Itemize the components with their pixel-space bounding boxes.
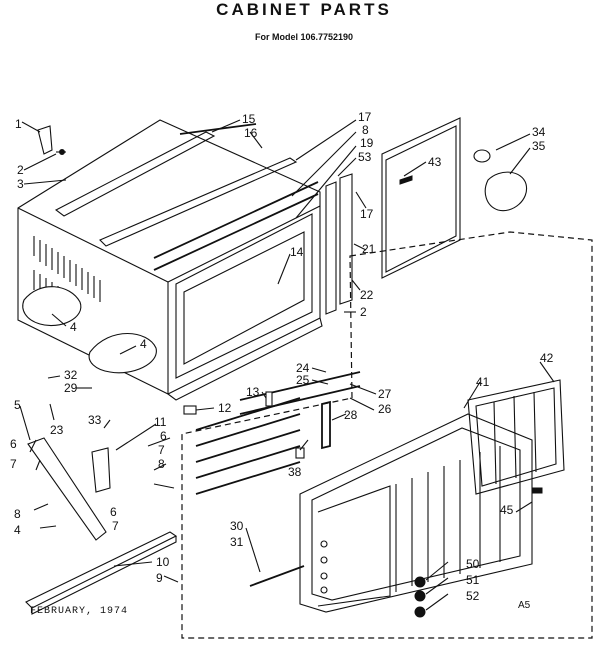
- callout-23: 23: [50, 423, 64, 437]
- callout-4: 4: [70, 320, 77, 334]
- filter-grille: [467, 379, 565, 495]
- mounting-clip: [91, 447, 111, 493]
- leader-lines: [19, 119, 555, 611]
- footer-date: FEBRUARY, 1974: [30, 606, 129, 617]
- callout-34: 34: [532, 125, 546, 139]
- callout-4c: 4: [14, 523, 21, 537]
- corner-code: A5: [518, 600, 531, 611]
- callout-22: 22: [360, 288, 374, 302]
- callout-32: 32: [64, 368, 78, 382]
- top-rails: [54, 123, 319, 271]
- callout-3: 3: [17, 177, 24, 191]
- callout-6c: 6: [110, 505, 117, 519]
- callout-19: 19: [360, 136, 374, 150]
- callout-41: 41: [476, 375, 490, 389]
- callout-28: 28: [344, 408, 358, 422]
- callout-52: 52: [466, 589, 480, 603]
- cabinet-shell: [17, 119, 323, 401]
- callout-31: 31: [230, 535, 244, 549]
- callout-8: 8: [362, 123, 369, 137]
- callout-12: 12: [218, 401, 232, 415]
- diagram-title: CABINET PARTS: [216, 0, 392, 19]
- callout-9: 9: [156, 571, 163, 585]
- bottom-angle: [25, 531, 178, 615]
- callout-8b: 8: [158, 457, 165, 471]
- callout-15: 15: [242, 112, 256, 126]
- callout-1: 1: [15, 117, 22, 131]
- side-trim-right: [339, 173, 353, 305]
- callout-4b: 4: [140, 337, 147, 351]
- left-channel: [249, 565, 305, 587]
- callout-43: 43: [428, 155, 442, 169]
- callout-2b: 2: [360, 305, 367, 319]
- callout-6b: 6: [10, 437, 17, 451]
- callout-14: 14: [290, 245, 304, 259]
- callout-30: 30: [230, 519, 244, 533]
- front-panel: [381, 117, 461, 279]
- badge-plate: [484, 171, 528, 212]
- callout-35: 35: [532, 139, 546, 153]
- front-frame: [299, 413, 533, 613]
- callout-17b: 17: [360, 207, 374, 221]
- callout-10: 10: [156, 555, 170, 569]
- slide-rods: [195, 371, 361, 495]
- sub-assembly-boundary: [181, 231, 593, 639]
- callout-38: 38: [288, 465, 302, 479]
- callout-33: 33: [88, 413, 102, 427]
- callout-24: 24: [296, 361, 310, 375]
- callout-7: 7: [158, 443, 165, 457]
- side-trim-left: [325, 181, 337, 315]
- callout-7c: 7: [112, 519, 119, 533]
- callout-42: 42: [540, 351, 554, 365]
- callout-2: 2: [17, 163, 24, 177]
- callout-13: 13: [246, 385, 260, 399]
- callout-11: 11: [154, 415, 167, 429]
- callout-51: 51: [466, 573, 480, 587]
- knob-50: [414, 576, 426, 588]
- side-bracket: [27, 437, 107, 541]
- callout-8c: 8: [14, 507, 21, 521]
- callout-50: 50: [466, 557, 480, 571]
- callout-27: 27: [378, 387, 392, 401]
- callout-5: 5: [14, 398, 21, 412]
- knob-51: [414, 590, 426, 602]
- callout-6: 6: [160, 429, 167, 443]
- model-subtitle: For Model 106.7752190: [254, 32, 354, 42]
- callout-25: 25: [296, 373, 310, 387]
- callout-21: 21: [362, 242, 376, 256]
- callout-7b: 7: [10, 457, 17, 471]
- knob-52: [414, 606, 426, 618]
- callout-16: 16: [244, 126, 258, 140]
- callout-53: 53: [358, 150, 372, 164]
- callout-29: 29: [64, 381, 78, 395]
- callout-45: 45: [500, 503, 514, 517]
- callout-26: 26: [378, 402, 392, 416]
- callout-17: 17: [358, 110, 372, 124]
